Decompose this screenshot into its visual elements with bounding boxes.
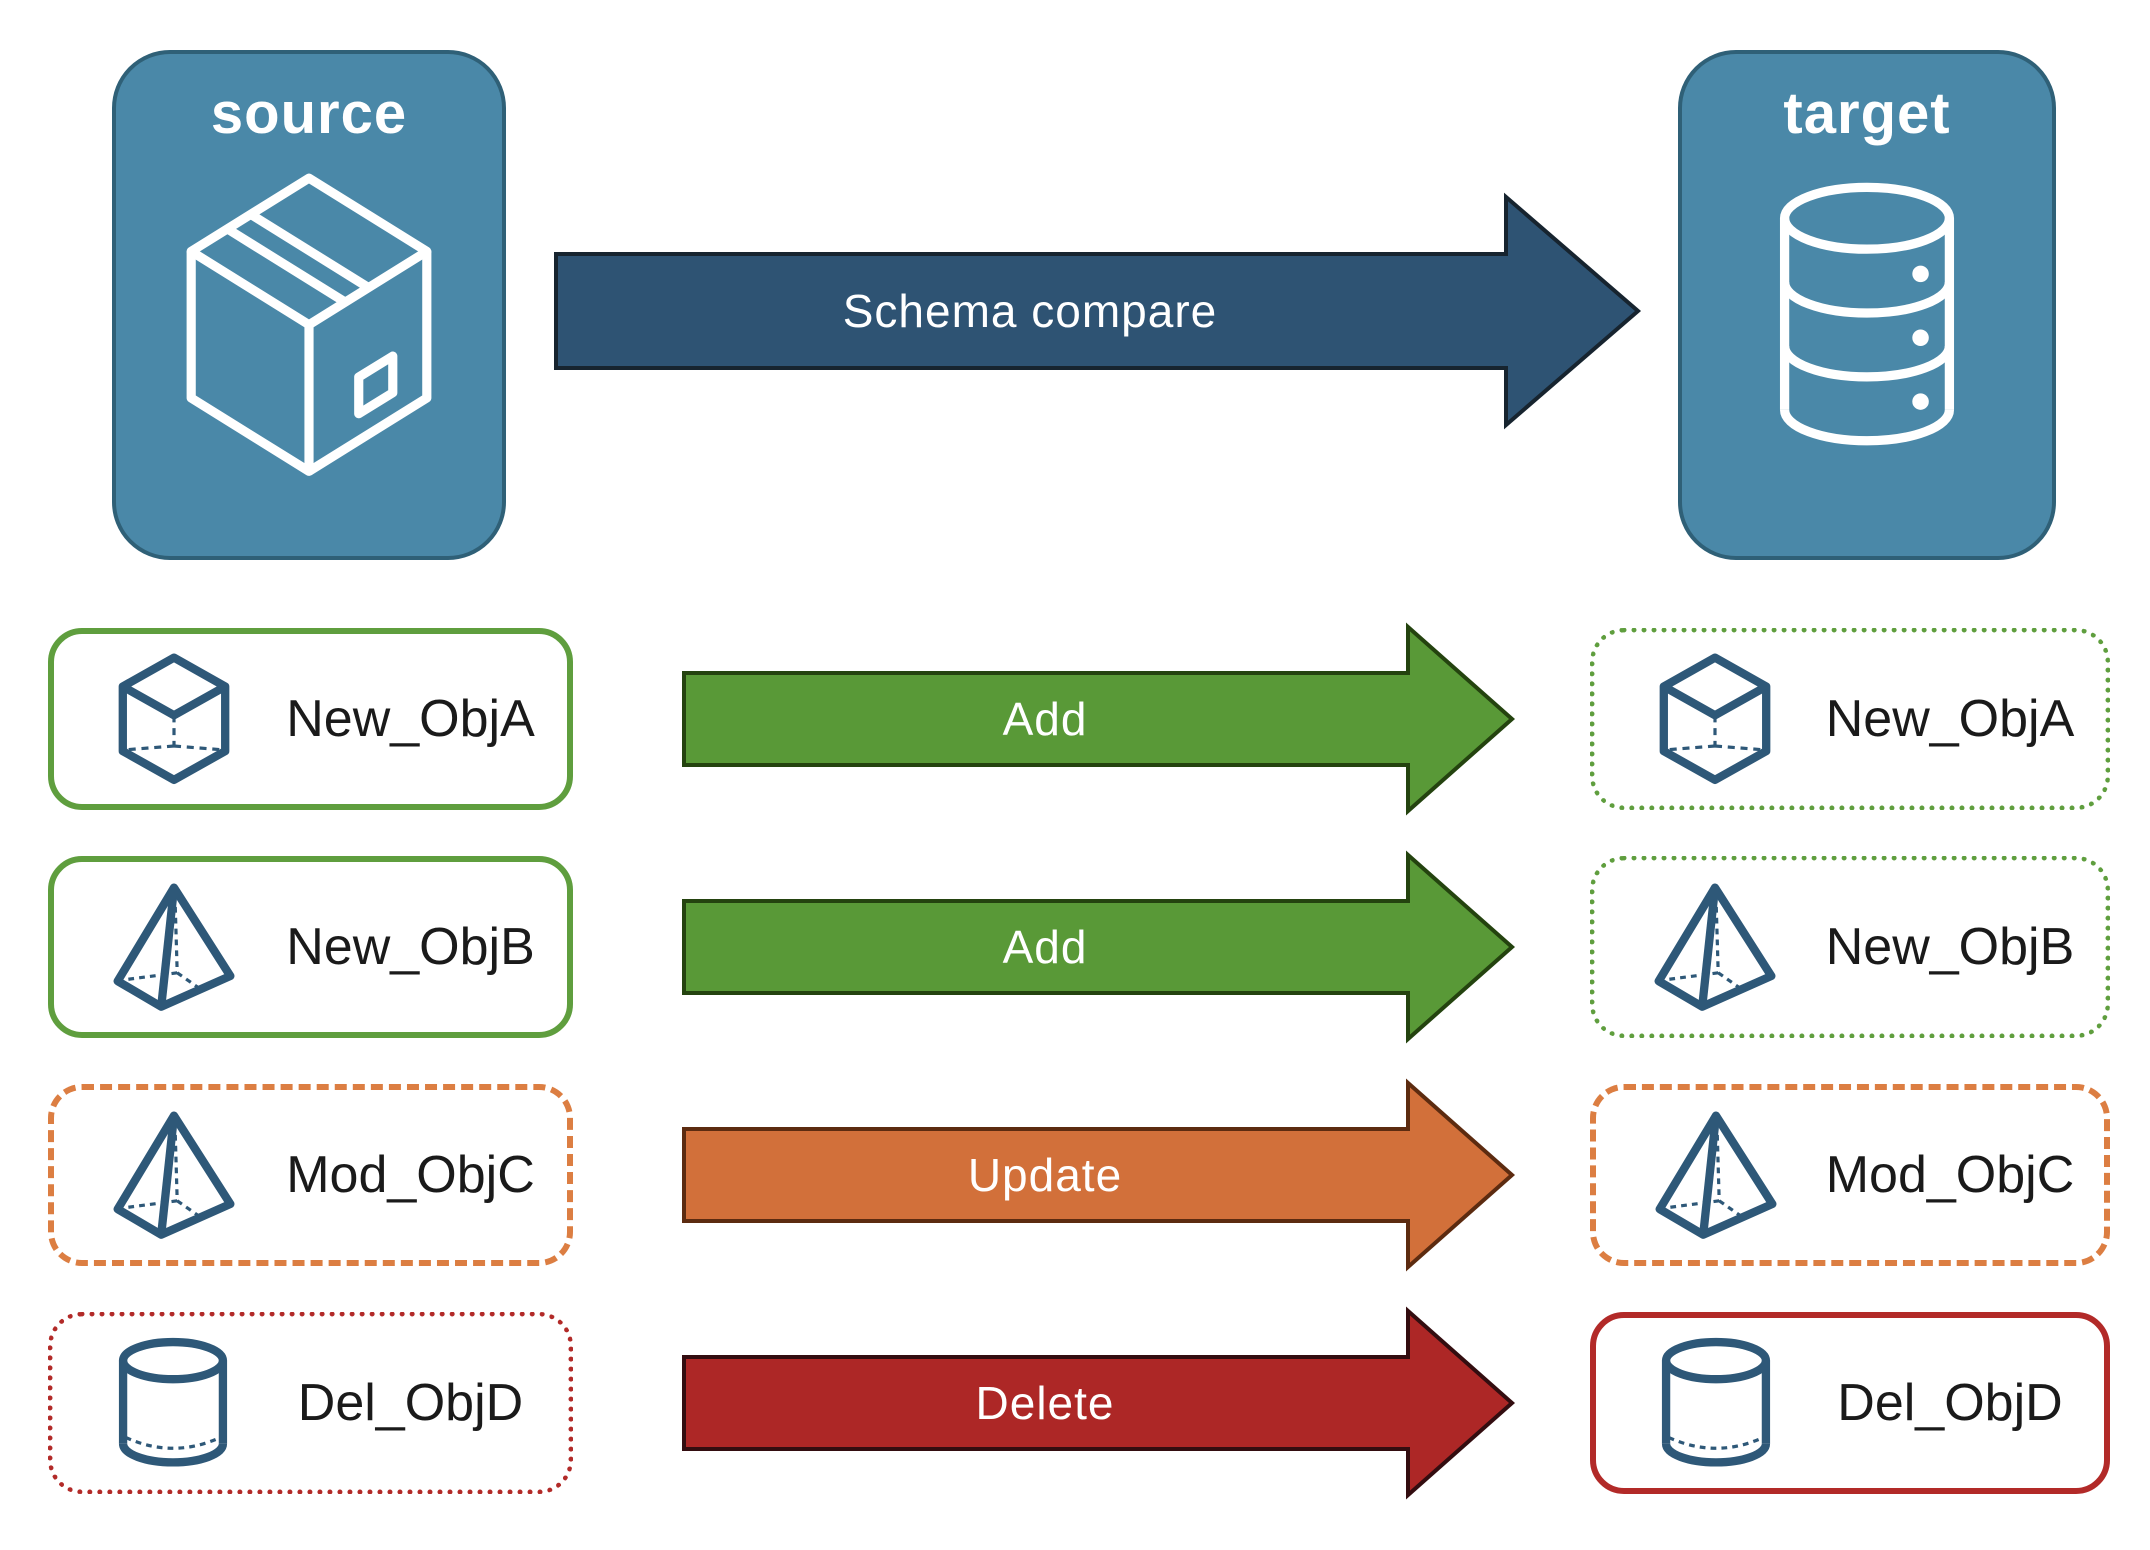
- right-arrow-shape: [682, 850, 1516, 1044]
- source-panel-title: source: [210, 81, 408, 146]
- pyramid-icon: [110, 1108, 238, 1242]
- target-panel-title: target: [1783, 81, 1951, 146]
- source-panel: source: [112, 50, 506, 560]
- target-object-box: New_ObjA: [1590, 628, 2110, 810]
- object-label: Del_ObjD: [1837, 1374, 2063, 1432]
- action-label: Add: [1002, 921, 1088, 973]
- database-icon: [1764, 165, 1970, 453]
- target-object-box: New_ObjB: [1590, 856, 2110, 1038]
- update-action-arrow: Update: [682, 1076, 1516, 1274]
- right-arrow-shape: [682, 1078, 1516, 1272]
- source-object-box: Del_ObjD: [48, 1312, 573, 1494]
- pyramid-icon: [1652, 1108, 1780, 1242]
- object-label: Del_ObjD: [297, 1374, 524, 1432]
- source-object-box: New_ObjA: [48, 628, 573, 810]
- object-label: New_ObjA: [1825, 690, 2075, 748]
- schema-compare-label: Schema compare: [842, 285, 1218, 337]
- target-object-box: Mod_ObjC: [1590, 1084, 2110, 1266]
- cylinder-icon: [109, 1335, 237, 1471]
- right-arrow-shape: [554, 192, 1642, 430]
- schema-compare-arrow: Schema compare: [554, 190, 1644, 432]
- action-label: Update: [967, 1149, 1123, 1201]
- source-object-box: Mod_ObjC: [48, 1084, 573, 1266]
- target-object-box: Del_ObjD: [1590, 1312, 2110, 1494]
- right-arrow-shape: [682, 1306, 1516, 1500]
- object-label: New_ObjA: [286, 690, 535, 748]
- add-action-arrow: Add: [682, 620, 1516, 818]
- target-panel: target: [1678, 50, 2056, 560]
- action-label: Delete: [975, 1377, 1115, 1429]
- package-icon: [165, 165, 453, 484]
- source-object-box: New_ObjB: [48, 856, 573, 1038]
- object-label: Mod_ObjC: [286, 1146, 535, 1204]
- object-label: New_ObjB: [286, 918, 535, 976]
- cube-icon: [110, 650, 238, 788]
- pyramid-icon: [110, 880, 238, 1014]
- object-label: New_ObjB: [1825, 918, 2075, 976]
- add-action-arrow: Add: [682, 848, 1516, 1046]
- cube-icon: [1651, 650, 1779, 788]
- right-arrow-shape: [682, 622, 1516, 816]
- object-label: Mod_ObjC: [1825, 1146, 2075, 1204]
- cylinder-icon: [1652, 1335, 1780, 1471]
- delete-action-arrow: Delete: [682, 1304, 1516, 1502]
- action-label: Add: [1002, 693, 1088, 745]
- pyramid-icon: [1651, 880, 1779, 1014]
